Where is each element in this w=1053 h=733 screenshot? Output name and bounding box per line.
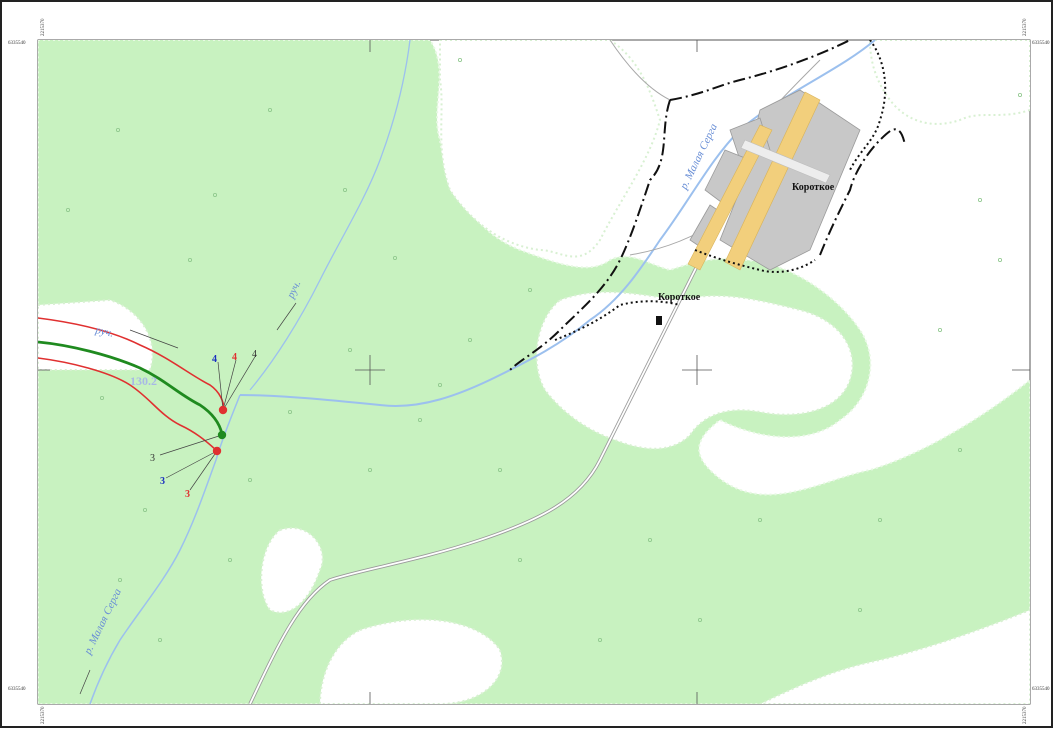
clearing-lower-middle bbox=[318, 618, 503, 704]
marker-label-lower-blue: 3 bbox=[160, 476, 165, 487]
village-label-top: Короткое bbox=[792, 182, 835, 193]
coord-bottom-left-x: 6335540 bbox=[8, 687, 26, 692]
grid-crosses bbox=[38, 40, 1030, 704]
coord-top-left-x: 6335540 bbox=[8, 41, 26, 46]
marker-label-upper-blue: 4 bbox=[212, 354, 217, 365]
coord-top-right-y: 2215370 bbox=[1023, 18, 1028, 36]
clearing-bottom-right bbox=[759, 608, 1030, 704]
river-malaya-serga-lower bbox=[89, 394, 241, 704]
clearing-upper-left bbox=[38, 298, 154, 371]
stream-top bbox=[249, 40, 411, 391]
marker-label-upper-black: 4 bbox=[252, 349, 257, 360]
marker-label-lower-black: 3 bbox=[150, 453, 155, 464]
stream-label-left: руч. bbox=[93, 324, 114, 340]
marker-green[interactable] bbox=[217, 430, 227, 440]
marker-lower-red[interactable] bbox=[212, 446, 222, 456]
clearing-village bbox=[535, 291, 854, 450]
settlement-boundary bbox=[509, 40, 906, 371]
coord-bottom-right-y: 2215370 bbox=[1023, 706, 1028, 724]
coord-top-right-x: 6335540 bbox=[1032, 41, 1050, 46]
coord-top-left-y: 2215370 bbox=[41, 18, 46, 36]
forest-dots bbox=[66, 58, 1023, 643]
red-contour-lower bbox=[38, 357, 217, 451]
green-contour bbox=[38, 340, 224, 435]
marker-label-upper-red: 4 bbox=[232, 352, 237, 363]
clearing-right bbox=[868, 40, 1030, 125]
marker-upper-red[interactable] bbox=[218, 405, 228, 415]
marker-leaders bbox=[79, 302, 297, 695]
marker-label-lower-red: 3 bbox=[185, 489, 190, 500]
contour-lines bbox=[38, 317, 225, 451]
clearing-lower-left bbox=[260, 527, 324, 614]
height-mark: 130.2 bbox=[130, 374, 157, 388]
map-content bbox=[38, 40, 1030, 704]
coord-bottom-left-y: 2215370 bbox=[41, 706, 46, 724]
coord-bottom-right-x: 6335540 bbox=[1032, 687, 1050, 692]
clearing-center bbox=[439, 40, 662, 258]
settlement bbox=[656, 89, 861, 325]
village-label-road: Короткое bbox=[658, 292, 701, 303]
red-contour-upper bbox=[38, 317, 225, 411]
